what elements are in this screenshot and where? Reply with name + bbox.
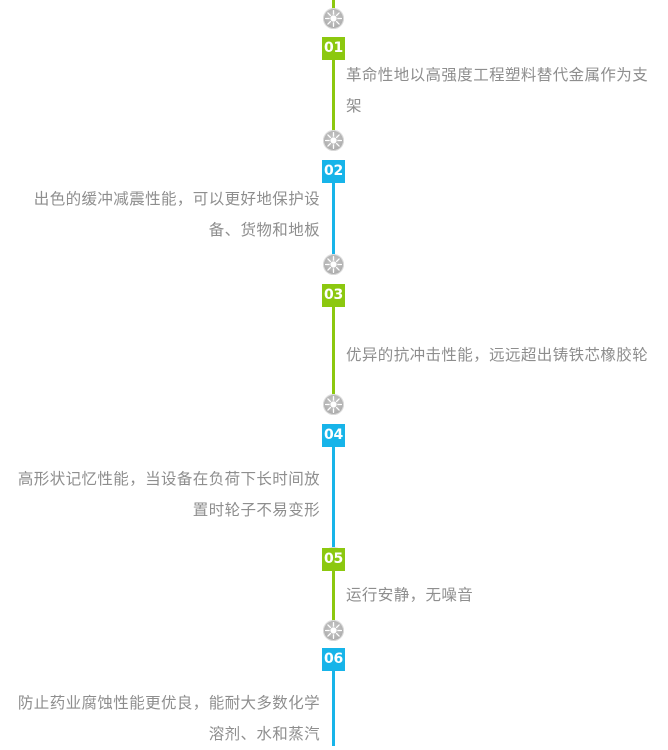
starburst-icon — [323, 130, 344, 151]
timeline-caption-03: 优异的抗冲击性能，远远超出铸铁芯橡胶轮 — [346, 346, 649, 364]
connector-segment-2 — [332, 183, 335, 255]
timeline-caption-06: 防止药业腐蚀性能更优良，能耐大多数化学溶剂、水和蒸汽 — [17, 694, 320, 743]
connector-segment-5 — [332, 571, 335, 621]
timeline-badge-label: 05 — [324, 551, 343, 567]
timeline-badge-06[interactable]: 06 — [322, 648, 345, 677]
starburst-icon — [323, 8, 344, 29]
starburst-icon — [323, 394, 344, 415]
timeline-badge-label: 03 — [324, 287, 343, 303]
connector-segment-1 — [332, 60, 335, 132]
starburst-icon — [323, 620, 344, 641]
timeline-badge-05[interactable]: 05 — [322, 548, 345, 577]
timeline-badge-label: 02 — [324, 163, 343, 179]
starburst-glyph — [324, 621, 343, 640]
connector-segment-6 — [332, 671, 335, 746]
starburst-glyph — [324, 131, 343, 150]
timeline-badge-label: 06 — [324, 651, 343, 667]
timeline-caption-05: 运行安静，无噪音 — [346, 586, 474, 604]
starburst-icon — [323, 254, 344, 275]
starburst-glyph — [324, 395, 343, 414]
connector-segment-3 — [332, 307, 335, 395]
timeline-caption-01: 革命性地以高强度工程塑料替代金属作为支架 — [346, 66, 649, 115]
timeline-badge-01[interactable]: 01 — [322, 37, 345, 66]
connector-segment-0 — [332, 0, 335, 10]
timeline-badge-04[interactable]: 04 — [322, 424, 345, 453]
starburst-glyph — [324, 255, 343, 274]
timeline-badge-label: 01 — [324, 40, 343, 56]
starburst-glyph — [324, 9, 343, 28]
timeline-badge-label: 04 — [324, 427, 343, 443]
timeline-badge-03[interactable]: 03 — [322, 284, 345, 313]
timeline-caption-02: 出色的缓冲减震性能，可以更好地保护设备、货物和地板 — [33, 190, 320, 239]
timeline-badge-02[interactable]: 02 — [322, 160, 345, 189]
connector-segment-4 — [332, 447, 335, 548]
timeline-caption-04: 高形状记忆性能，当设备在负荷下长时间放置时轮子不易变形 — [17, 470, 320, 519]
